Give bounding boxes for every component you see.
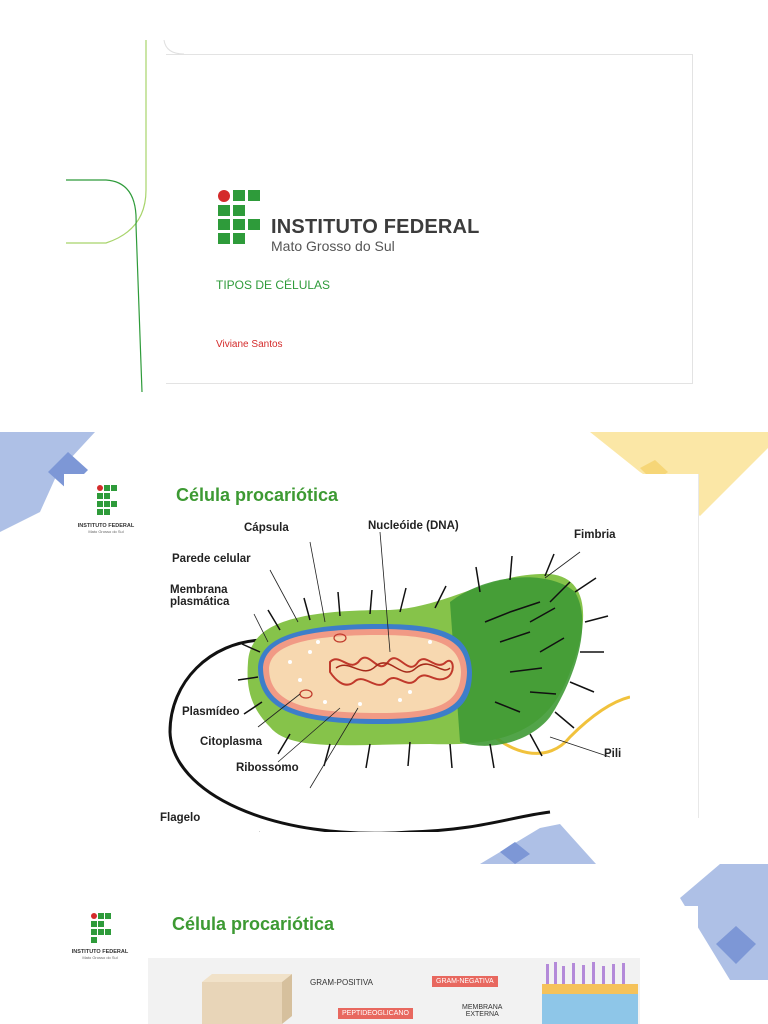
logo-icon [91, 913, 111, 943]
label-gram-positive: GRAM-POSITIVA [310, 978, 373, 987]
label-membrane-line2: plasmática [170, 596, 230, 608]
bacterium-diagram [168, 531, 630, 832]
slide-heading: Célula procariótica [176, 485, 339, 505]
gram-illustration [148, 958, 640, 1024]
logo-text: INSTITUTO FEDERAL [77, 523, 135, 529]
gram-positive-wall [202, 974, 292, 1024]
label-capsule: Cápsula [244, 522, 289, 534]
label-outer-membrane: MEMBRANA EXTERNA [462, 1004, 502, 1018]
slide-frame [166, 54, 693, 384]
label-ribosome: Ribossomo [236, 762, 299, 774]
label-peptidoglycan: PEPTIDEOGLICANO [338, 1008, 413, 1019]
label-outer-membrane-line1: MEMBRANA [462, 1004, 503, 1011]
label-cell-wall: Parede celular [172, 553, 251, 565]
slide-heading: Célula procariótica [172, 914, 335, 934]
mini-logo: INSTITUTO FEDERAL Mato Grosso do Sul [60, 912, 140, 960]
label-gram-negative: GRAM-NEGATIVA [432, 976, 498, 987]
label-outer-membrane-line2: EXTERNA [465, 1011, 499, 1018]
label-membrane-line1: Membrana [170, 584, 228, 596]
label-cytoplasm: Citoplasma [200, 736, 262, 748]
logo-text: INSTITUTO FEDERAL [71, 949, 129, 955]
logo-icon [97, 485, 117, 515]
logo-dot [218, 190, 230, 202]
institution-name: INSTITUTO FEDERAL [271, 216, 480, 238]
label-flagellum: Flagelo [160, 812, 201, 824]
prokaryote-diagram-slide: INSTITUTO FEDERAL Mato Grosso do Sul Cél… [0, 432, 768, 864]
presentation-title: TIPOS DE CÉLULAS [216, 278, 331, 292]
decorative-shapes-2 [680, 864, 768, 980]
mini-logo: INSTITUTO FEDERAL Mato Grosso do Sul [66, 484, 146, 534]
decorative-lines [66, 40, 185, 393]
label-plasmid: Plasmídeo [182, 706, 240, 718]
label-fimbria: Fimbria [574, 529, 616, 541]
institution-logo [218, 190, 268, 250]
label-pili: Pili [604, 748, 622, 760]
gram-comparison-slide: INSTITUTO FEDERAL Mato Grosso do Sul Cél… [0, 860, 768, 1024]
logo-subtext: Mato Grosso do Sul [82, 955, 118, 960]
title-slide: INSTITUTO FEDERAL Mato Grosso do Sul TIP… [66, 40, 694, 393]
gram-negative-wall [542, 962, 638, 1024]
institution-campus: Mato Grosso do Sul [271, 238, 395, 254]
logo-subtext: Mato Grosso do Sul [88, 529, 124, 534]
author-name: Viviane Santos [216, 339, 283, 350]
label-nucleoid: Nucleóide (DNA) [368, 520, 459, 532]
